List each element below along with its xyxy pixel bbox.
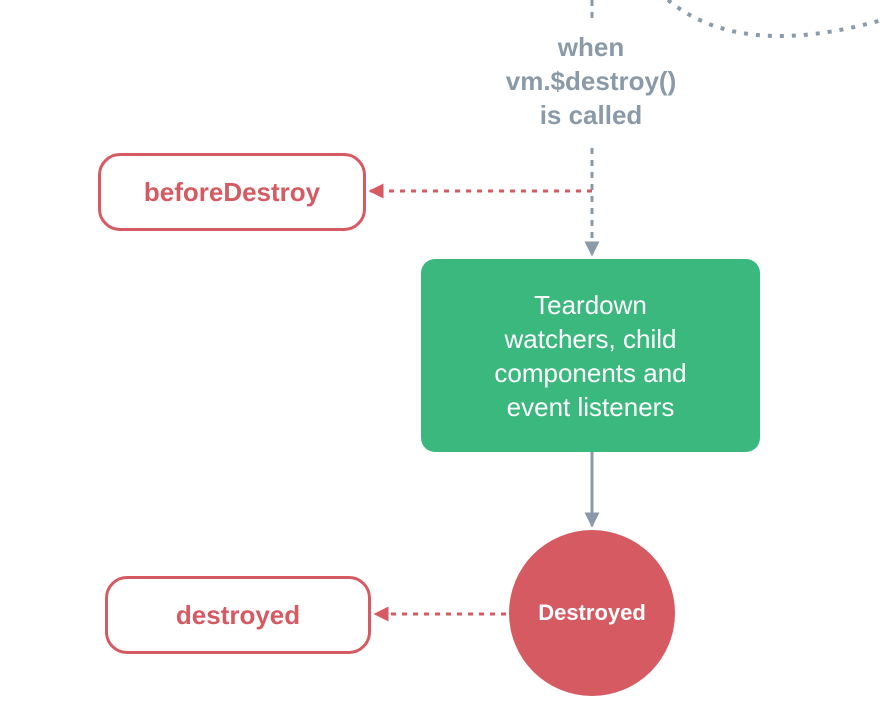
condition-line-2: vm.$destroy() <box>505 66 677 96</box>
condition-line-1: when <box>557 32 625 62</box>
process-line-3: components and <box>494 357 687 388</box>
loop-arc <box>666 0 882 38</box>
destroyed-state-circle: Destroyed <box>509 530 675 696</box>
condition-line-3: is called <box>539 100 643 130</box>
destroyed-hook: destroyed <box>105 576 371 654</box>
teardown-process-box: Teardown watchers, child components and … <box>421 259 760 452</box>
process-line-1: Teardown <box>534 289 647 320</box>
process-line-4: event listeners <box>506 391 675 422</box>
destroy-condition-label: when vm.$destroy() is called <box>476 30 706 132</box>
before-destroy-hook: beforeDestroy <box>98 153 366 231</box>
process-line-2: watchers, child <box>504 323 677 354</box>
